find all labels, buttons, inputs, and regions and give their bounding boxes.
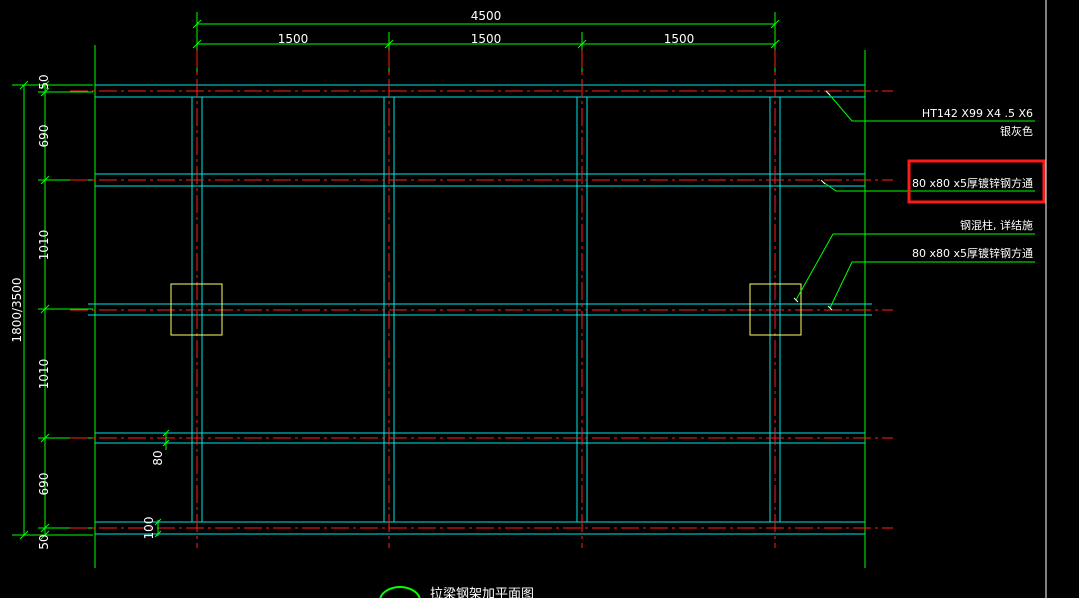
frame-boundary	[94, 45, 866, 568]
column-box-left[interactable]	[170, 283, 223, 336]
dim-bay-3: 1500	[664, 32, 695, 46]
leader-lines	[795, 92, 1035, 309]
annotation-ht-section: HT142 X99 X4 .5 X6	[922, 107, 1033, 120]
dim-bay-2: 1500	[471, 32, 502, 46]
dim-bay-1: 1500	[278, 32, 309, 46]
dim-seg-2: 690	[37, 125, 51, 148]
annotation-rc-column: 钢混柱, 详结施	[960, 218, 1033, 232]
dim-seg-6: 50	[37, 534, 51, 549]
dim-overall-height: 1800/3500	[10, 277, 24, 342]
dim-seg-3: 1010	[37, 230, 51, 261]
inner-dimension-marks	[154, 429, 170, 538]
annotation-steel-tube: 80 x80 x5厚镀锌钢方通	[912, 246, 1033, 260]
dim-seg-1: 50	[37, 74, 51, 89]
column-box-right[interactable]	[749, 283, 802, 336]
horizontal-members	[88, 84, 872, 535]
dim-seg-5: 690	[37, 473, 51, 496]
dim-beam-100: 100	[142, 517, 156, 540]
leader-ticks	[793, 90, 833, 311]
top-dimension-chain	[192, 12, 780, 72]
highlight-box[interactable]	[907, 159, 1046, 204]
dim-total-width: 4500	[471, 9, 502, 23]
title-circle-icon	[379, 586, 421, 598]
annotation-steel-tube-highlighted: 80 x80 x5厚镀锌钢方通	[912, 176, 1033, 190]
dim-seg-4: 1010	[37, 359, 51, 390]
dim-beam-80: 80	[151, 450, 165, 465]
drawing-title: 拉梁钢架加平面图	[430, 587, 534, 598]
axis-centerlines	[70, 50, 893, 548]
annotation-ht-color: 银灰色	[1000, 124, 1033, 138]
